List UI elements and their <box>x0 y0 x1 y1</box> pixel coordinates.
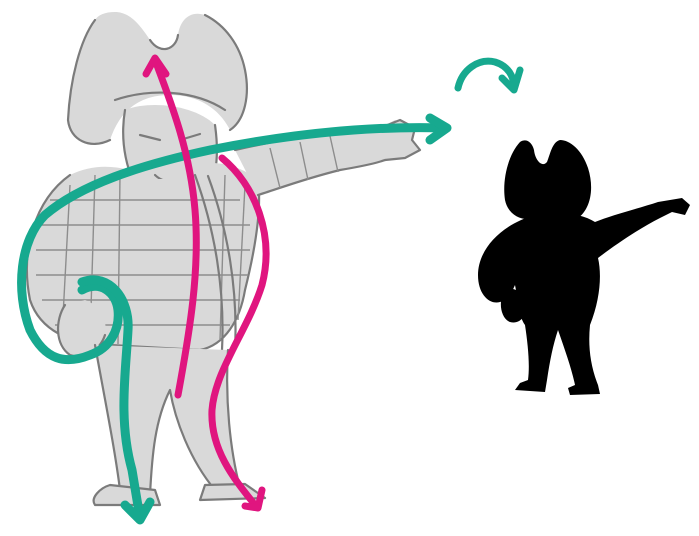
cowboy-silhouette <box>478 140 690 395</box>
teal-curved-arrow <box>454 57 524 94</box>
sketch-bandolier <box>193 173 224 352</box>
sketch-hat <box>68 12 247 144</box>
sketch-hip-hand <box>58 300 106 357</box>
magenta-line-of-action-arrow <box>142 54 270 512</box>
sketch-boot-left <box>93 485 160 505</box>
sketch-arm <box>235 120 411 195</box>
cowboy-sketch <box>25 12 422 507</box>
teal-line-of-action-arrow <box>17 113 452 525</box>
